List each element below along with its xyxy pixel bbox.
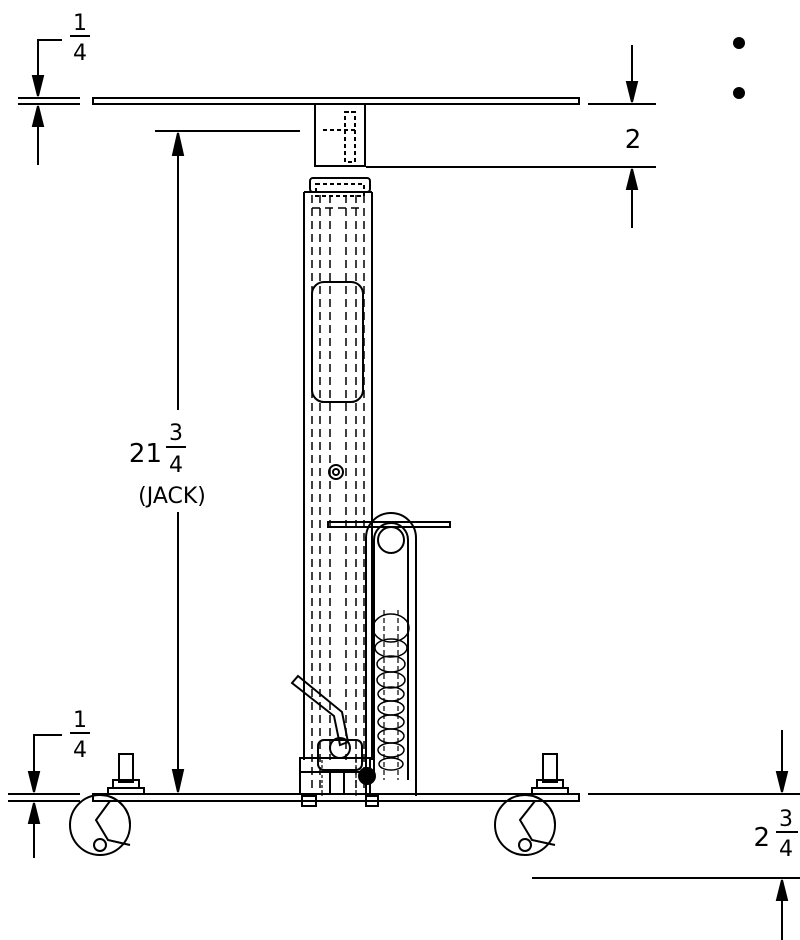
jack-height-dimension xyxy=(155,130,300,793)
top-clearance-label: 2 xyxy=(625,125,642,155)
jack-height-note: (JACK) xyxy=(138,484,206,509)
top-plate-thickness-den: 4 xyxy=(73,41,87,66)
top-plate-thickness-num: 1 xyxy=(73,11,87,36)
caster-height-label: 2 3 4 xyxy=(753,807,798,862)
base-plate xyxy=(92,793,580,802)
base-plate-thickness-dimension xyxy=(8,734,80,858)
bullet-mark-2 xyxy=(733,87,745,99)
base-plate-thickness-den: 4 xyxy=(73,738,87,763)
base-plate-thickness-num: 1 xyxy=(73,708,87,733)
jack-height-label: 21 3 4 (JACK) xyxy=(129,421,206,509)
jack-height-num: 3 xyxy=(169,421,183,446)
caster-right xyxy=(494,753,569,856)
top-clearance-dimension xyxy=(366,45,656,228)
top-plate-thickness-dimension xyxy=(18,39,80,165)
caster-height-whole: 2 xyxy=(753,823,770,853)
bullet-mark-1 xyxy=(733,37,745,49)
caster-height-den: 4 xyxy=(779,837,793,862)
jack-height-whole: 21 xyxy=(129,439,162,469)
caster-left xyxy=(69,753,145,856)
jack-column xyxy=(303,103,373,790)
jack-height-den: 4 xyxy=(169,453,183,478)
caster-height-num: 3 xyxy=(779,807,793,832)
base-plate-thickness-label: 1 4 xyxy=(70,708,90,763)
top-plate-thickness-label: 1 4 xyxy=(70,11,90,66)
caster-height-dimension xyxy=(532,730,800,940)
